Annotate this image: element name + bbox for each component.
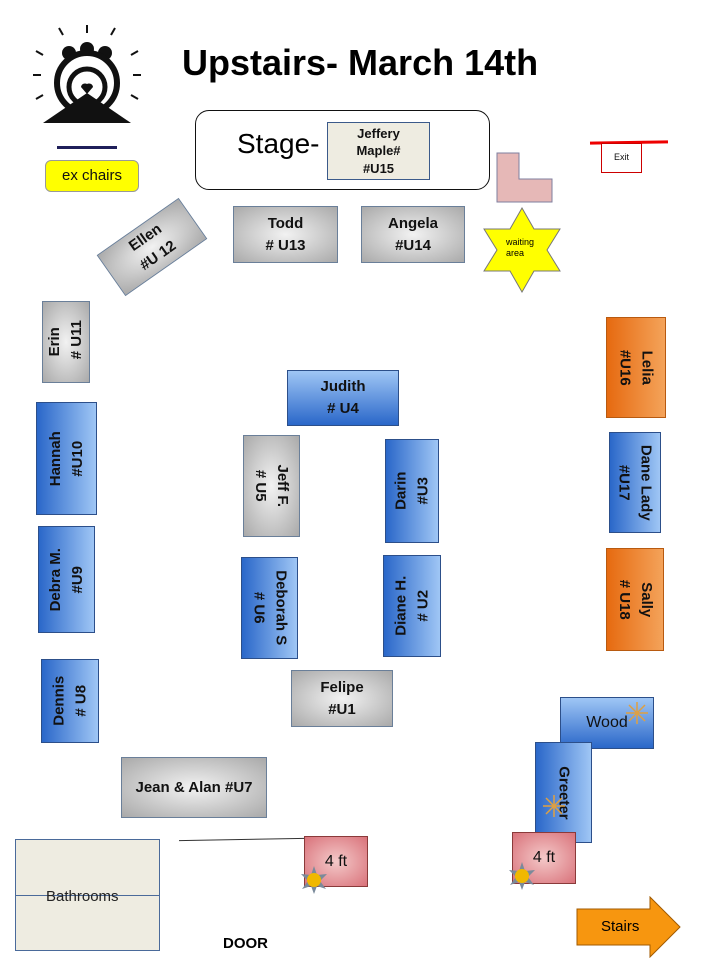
door-label: DOOR — [223, 935, 268, 952]
l-shaped-table — [496, 152, 553, 203]
booth-jeffery-u15[interactable]: Jeffery Maple# #U15 — [327, 122, 430, 180]
booth-darin-u3[interactable]: Darin #U3 — [385, 439, 439, 543]
stairs-arrow[interactable] — [576, 896, 682, 958]
booth-label: Dane Lady #U17 — [616, 444, 655, 521]
booth-label: Dennis # U8 — [50, 675, 89, 727]
sun-icon — [509, 862, 535, 890]
booth-sally-u18[interactable]: Sally # U18 — [606, 548, 664, 651]
booth-greeter[interactable]: Greeter — [535, 742, 592, 843]
booth-lelia-u16[interactable]: Lelia #U16 — [606, 317, 666, 418]
booth-label: Diane H. # U2 — [392, 575, 432, 637]
divider-line — [179, 837, 305, 842]
booth-dane-lady-u17[interactable]: Dane Lady #U17 — [609, 432, 661, 533]
booth-label: Hannah #U10 — [46, 430, 86, 487]
booth-hannah-u10[interactable]: Hannah #U10 — [36, 402, 97, 515]
booth-erin-u11[interactable]: Erin # U11 — [42, 301, 90, 383]
logo-icon — [33, 25, 141, 123]
sparkle-icon — [626, 702, 648, 724]
booth-wood[interactable]: Wood — [560, 697, 654, 749]
waiting-area-label: waiting area — [506, 237, 535, 258]
stage — [195, 110, 490, 190]
ex-chairs-legend: ex chairs — [45, 160, 139, 192]
booth-label: Erin # U11 — [46, 320, 85, 360]
booth-ellen-u12[interactable]: Ellen #U 12 — [96, 197, 208, 297]
booth-label: Sally # U18 — [616, 579, 655, 620]
bathrooms-divider — [15, 895, 160, 896]
stairs-label: Stairs — [601, 918, 640, 935]
sparkle-icon — [543, 795, 565, 817]
exit-sign: Exit — [601, 143, 642, 173]
booth-deborah-u6[interactable]: Deborah S # U6 — [241, 557, 298, 659]
booth-debra-u9[interactable]: Debra M. #U9 — [38, 526, 95, 633]
booth-todd-u13[interactable]: Todd # U13 — [233, 206, 338, 263]
booth-judith-u4[interactable]: Judith # U4 — [287, 370, 399, 426]
legend-line — [57, 146, 117, 149]
booth-label: Deborah S # U6 — [250, 570, 290, 646]
booth-label: Debra M. #U9 — [46, 547, 86, 612]
page-title: Upstairs- March 14th — [182, 42, 539, 83]
stage-label: Stage- — [237, 128, 320, 159]
booth-jeff-u5[interactable]: Jeff F. # U5 — [243, 435, 300, 537]
booth-label: Jeff F. # U5 — [252, 464, 292, 508]
booth-jean-alan-u7[interactable]: Jean & Alan #U7 — [121, 757, 267, 818]
bathrooms-label: Bathrooms — [46, 888, 119, 905]
booth-angela-u14[interactable]: Angela #U14 — [361, 206, 465, 263]
booth-diane-u2[interactable]: Diane H. # U2 — [383, 555, 441, 657]
booth-label: Lelia #U16 — [616, 349, 656, 386]
booth-label: Darin #U3 — [392, 471, 431, 511]
booth-felipe-u1[interactable]: Felipe #U1 — [291, 670, 393, 727]
sun-icon — [301, 866, 327, 894]
waiting-area-star — [483, 206, 561, 294]
booth-dennis-u8[interactable]: Dennis # U8 — [41, 659, 99, 743]
